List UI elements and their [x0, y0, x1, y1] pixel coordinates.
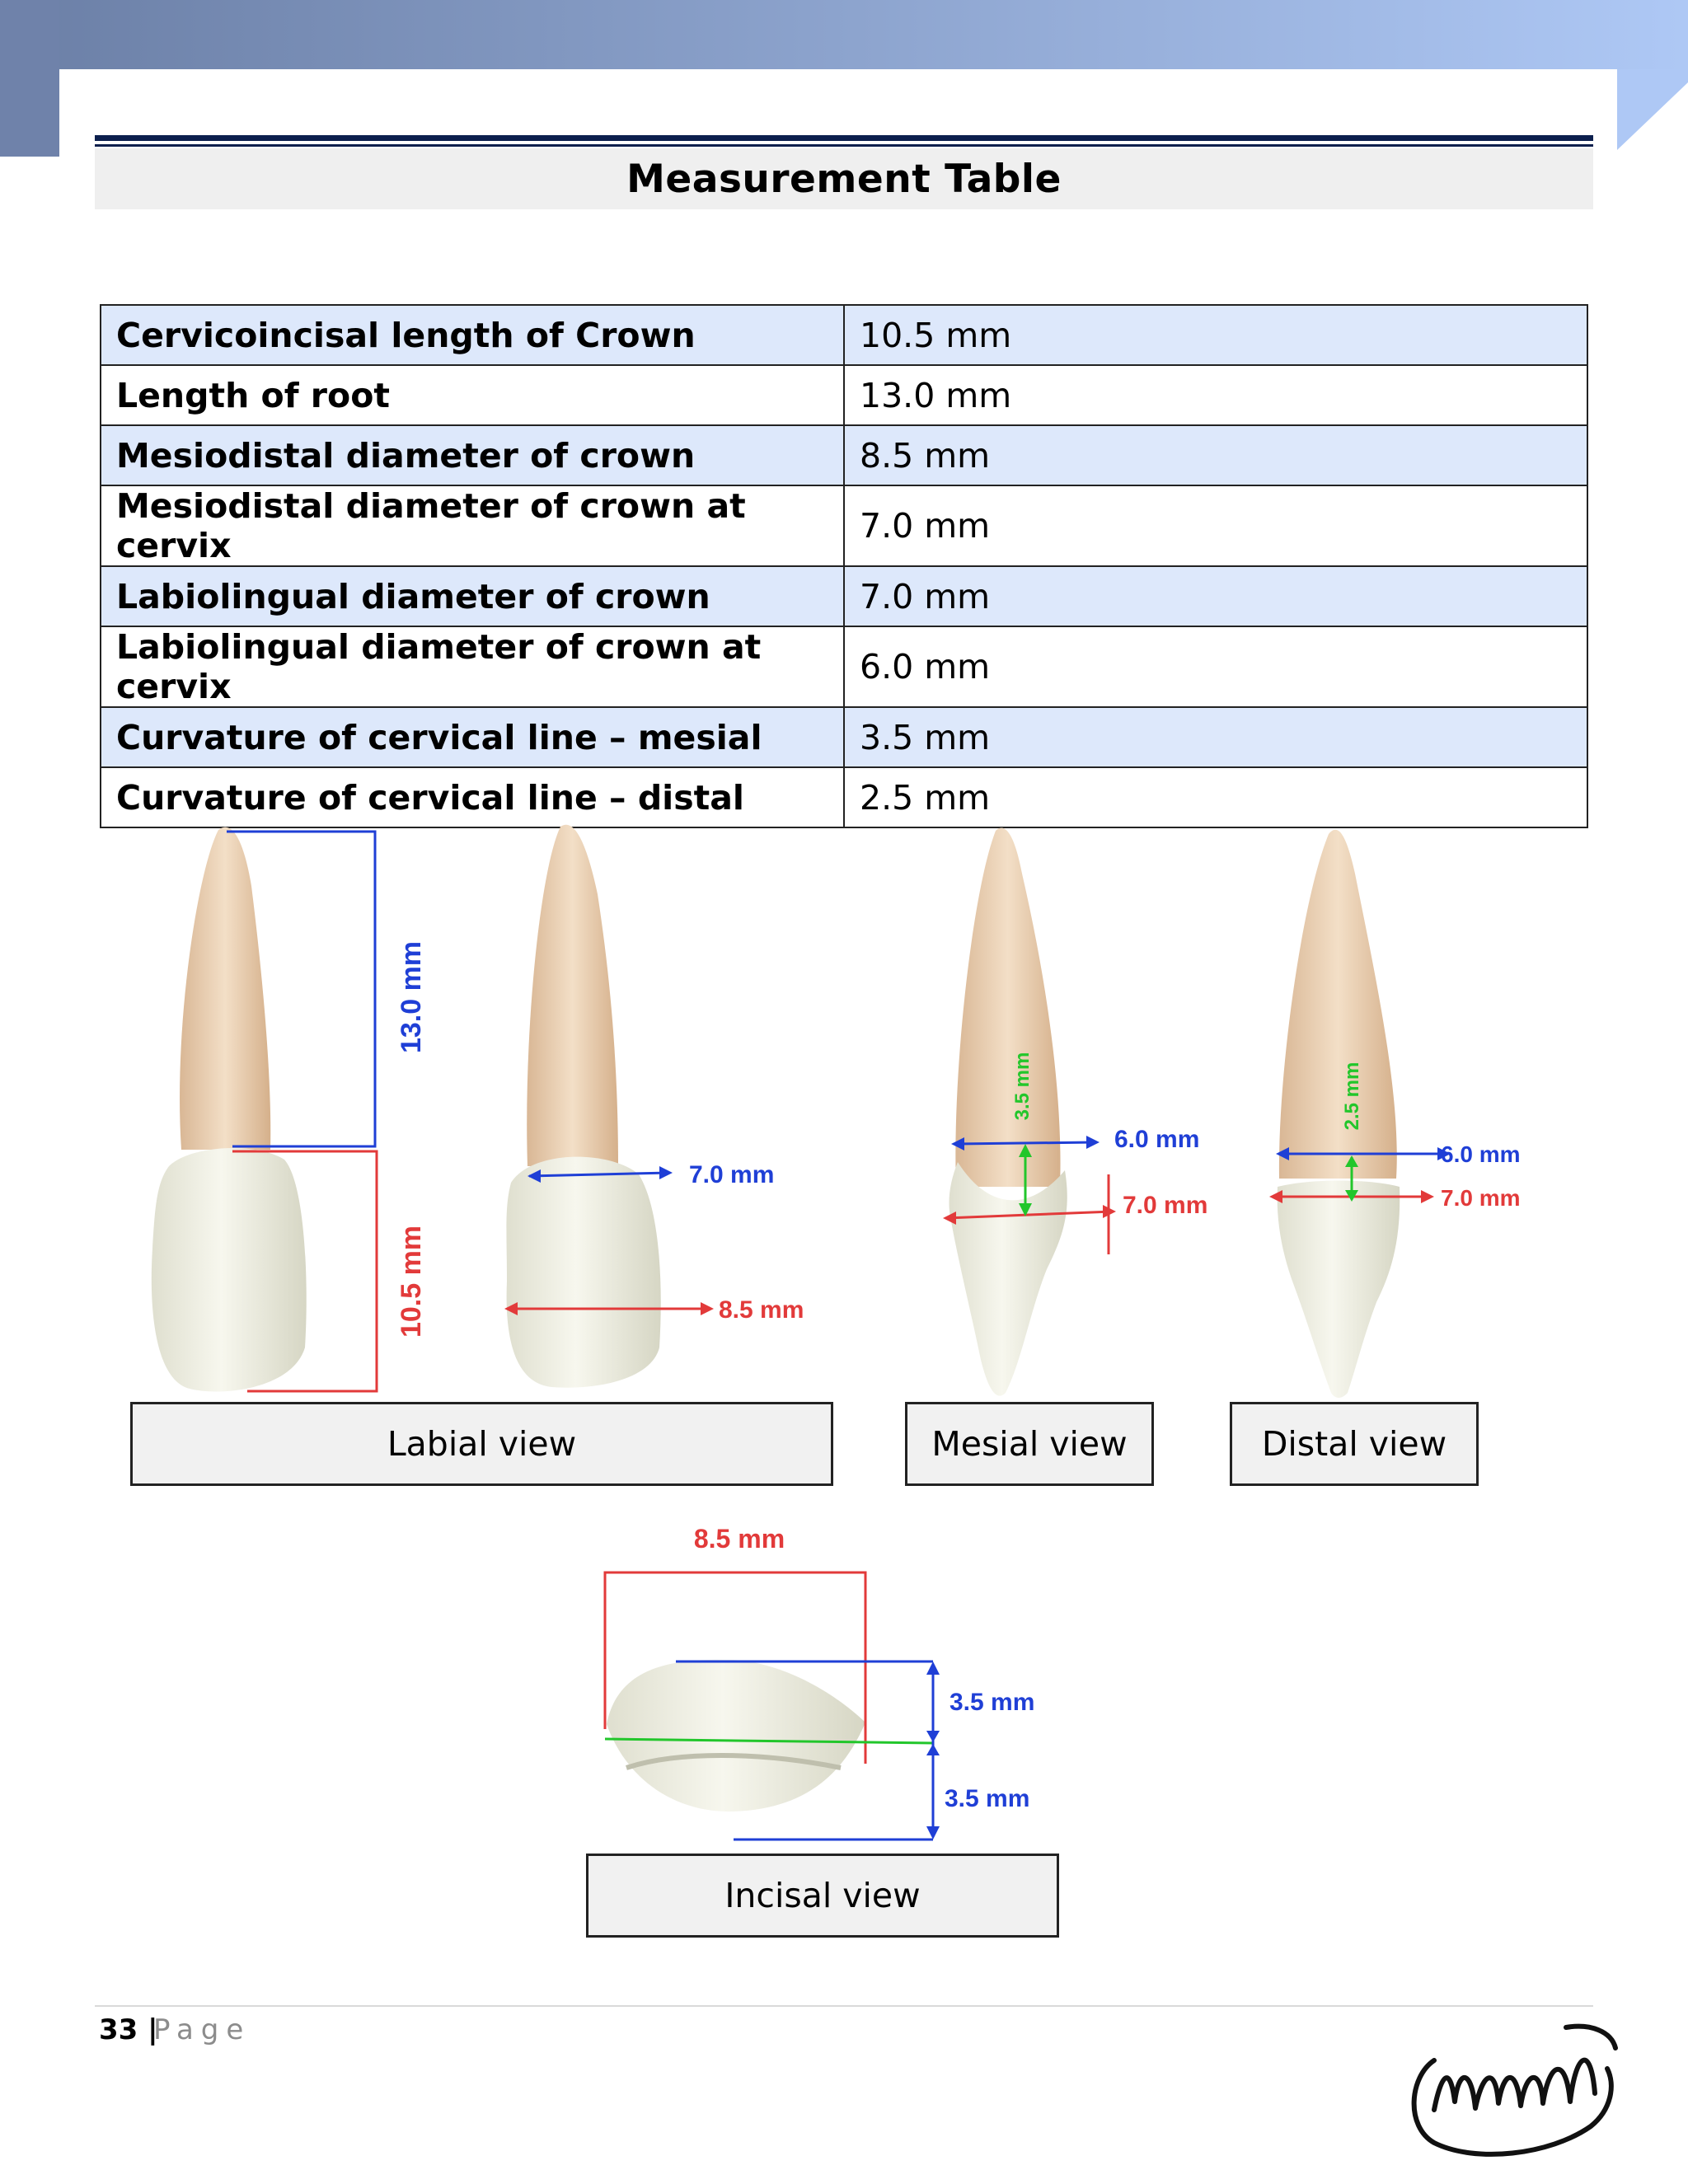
incisal-lower-label: 3.5 mm: [945, 1785, 1029, 1812]
cervix-width-label: 7.0 mm: [689, 1161, 774, 1188]
row-value: 3.5 mm: [843, 706, 1588, 768]
incisal-view-caption: Incisal view: [586, 1854, 1059, 1938]
page-number: 33 |: [99, 2013, 158, 2046]
table-row: Curvature of cervical line – mesial 3.5 …: [100, 706, 1588, 768]
row-value: 7.0 mm: [843, 485, 1588, 567]
row-value: 8.5 mm: [843, 424, 1588, 486]
labial-tooth-length-figure: 13.0 mm 10.5 mm: [151, 827, 427, 1393]
page-word: Page: [153, 2013, 251, 2046]
root-shape: [1278, 829, 1397, 1179]
table-row: Labiolingual diameter of crown at cervix…: [100, 626, 1588, 708]
incisal-width-label: 8.5 mm: [694, 1524, 785, 1554]
page-title: Measurement Table: [626, 156, 1062, 202]
row-label: Cervicoincisal length of Crown: [100, 304, 845, 366]
root-shape: [955, 827, 1061, 1187]
crown-length-label: 10.5 mm: [396, 1226, 427, 1338]
header-banner: [0, 0, 1688, 157]
mesial-curvature-label: 3.5 mm: [1011, 1052, 1034, 1121]
row-label: Length of root: [100, 364, 845, 426]
mesial-view-caption: Mesial view: [905, 1402, 1154, 1486]
crown-shape: [1277, 1180, 1400, 1398]
incisal-upper-label: 3.5 mm: [950, 1689, 1034, 1716]
distal-view-caption: Distal view: [1230, 1402, 1479, 1486]
row-value: 13.0 mm: [843, 364, 1588, 426]
mesial-crown-width-label: 7.0 mm: [1123, 1192, 1207, 1219]
table-row: Cervicoincisal length of Crown 10.5 mm: [100, 304, 1588, 366]
row-value: 10.5 mm: [843, 304, 1588, 366]
root-shape: [527, 824, 618, 1166]
table-row: Mesiodistal diameter of crown at cervix …: [100, 485, 1588, 567]
crown-width-label: 8.5 mm: [719, 1296, 804, 1324]
mesial-cervix-width-label: 6.0 mm: [1114, 1126, 1199, 1153]
crown-shape: [506, 1156, 661, 1388]
handwritten-logo: [1411, 2023, 1618, 2157]
crown-shape: [151, 1148, 307, 1392]
distal-crown-width-label: 7.0 mm: [1441, 1185, 1521, 1211]
table-row: Curvature of cervical line – distal 2.5 …: [100, 766, 1588, 828]
table-row: Length of root 13.0 mm: [100, 364, 1588, 426]
row-label: Mesiodistal diameter of crown: [100, 424, 845, 486]
row-value: 6.0 mm: [843, 626, 1588, 708]
mesial-tooth-figure: 3.5 mm 6.0 mm 7.0 mm: [943, 827, 1207, 1396]
crown-shape: [949, 1162, 1067, 1396]
row-value: 7.0 mm: [843, 565, 1588, 627]
incisal-crown-shape: [607, 1659, 865, 1812]
distal-curvature-label: 2.5 mm: [1341, 1062, 1363, 1131]
incisal-tooth-figure: 8.5 mm 3.5 mm 3.5 mm: [603, 1524, 1034, 1841]
row-value: 2.5 mm: [843, 766, 1588, 828]
labial-view-caption: Labial view: [130, 1402, 833, 1486]
row-label: Mesiodistal diameter of crown at cervix: [100, 485, 845, 567]
footer-rule: [95, 2005, 1593, 2007]
title-rule-thin: [95, 144, 1593, 147]
distal-tooth-figure: 2.5 mm 6.0 mm 7.0 mm: [1269, 829, 1521, 1398]
measurement-table: Cervicoincisal length of Crown 10.5 mm L…: [100, 304, 1588, 828]
row-label: Labiolingual diameter of crown: [100, 565, 845, 627]
root-length-label: 13.0 mm: [396, 941, 427, 1053]
distal-cervix-width-label: 6.0 mm: [1441, 1141, 1521, 1167]
row-label: Curvature of cervical line – mesial: [100, 706, 845, 768]
title-band: Measurement Table: [95, 148, 1593, 209]
table-row: Mesiodistal diameter of crown 8.5 mm: [100, 424, 1588, 486]
table-row: Labiolingual diameter of crown 7.0 mm: [100, 565, 1588, 627]
title-rule: [95, 135, 1593, 141]
labial-tooth-width-figure: 7.0 mm 8.5 mm: [504, 824, 804, 1388]
row-label: Curvature of cervical line – distal: [100, 766, 845, 828]
row-label: Labiolingual diameter of crown at cervix: [100, 626, 845, 708]
root-shape: [180, 827, 271, 1150]
